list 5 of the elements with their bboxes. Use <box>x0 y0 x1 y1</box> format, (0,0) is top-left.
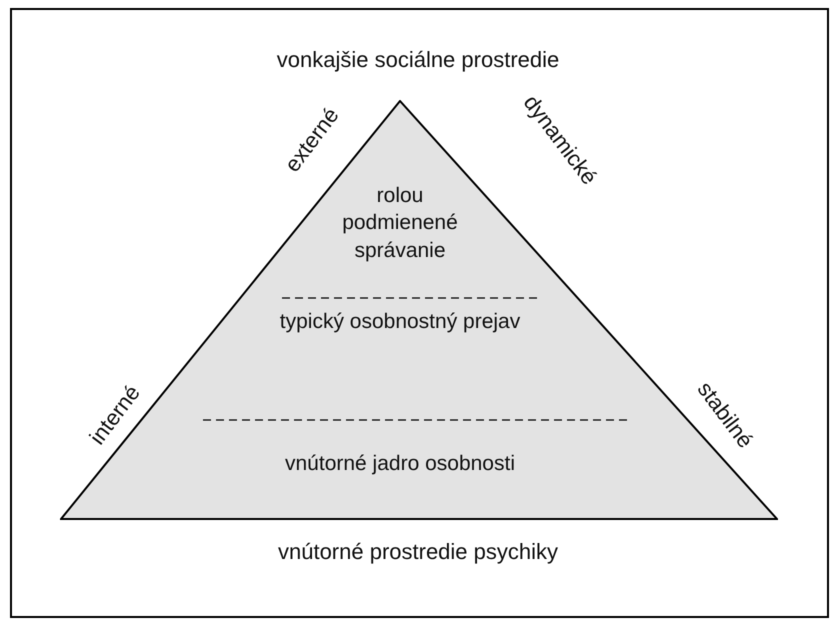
layer-text: vnútorné jadro osobnosti <box>220 450 580 478</box>
environment-label: vnútorné prostredie psychiky <box>278 539 558 565</box>
environment-label: vonkajšie sociálne prostredie <box>276 47 560 73</box>
layer-text: typický osobnostný prejav <box>275 308 525 336</box>
layer-text: rolou podmienené správanie <box>335 182 465 264</box>
